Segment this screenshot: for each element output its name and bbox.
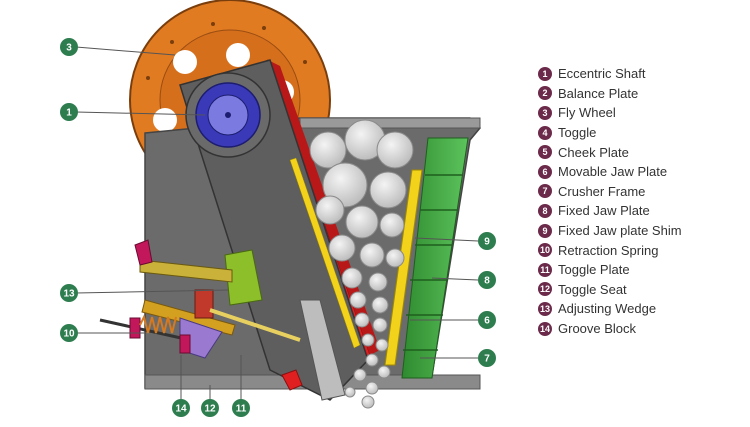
- legend-item-fixed-jaw-plate: 8 Fixed Jaw Plate: [538, 201, 682, 221]
- legend-item-toggle-seat: 12 Toggle Seat: [538, 280, 682, 300]
- legend-label: Movable Jaw Plate: [558, 164, 668, 180]
- callout-9: 9: [478, 232, 496, 250]
- svg-text:7: 7: [484, 354, 490, 365]
- svg-text:8: 8: [484, 276, 490, 287]
- legend-item-cheek-plate: 5 Cheek Plate: [538, 142, 682, 162]
- legend-label: Toggle Seat: [558, 281, 627, 297]
- legend-item-fixed-jaw-plate-shim: 9 Fixed Jaw plate Shim: [538, 221, 682, 241]
- callout-3: 3: [60, 38, 78, 56]
- legend-badge: 12: [538, 282, 552, 297]
- legend-label: Balance Plate: [558, 85, 639, 101]
- legend-item-toggle: 4 Toggle: [538, 123, 682, 143]
- legend-label: Cheek Plate: [558, 144, 629, 160]
- legend-item-retraction-spring: 10 Retraction Spring: [538, 240, 682, 260]
- legend-badge: 3: [538, 105, 552, 120]
- legend-label: Crusher Frame: [558, 183, 646, 199]
- legend-label: Fixed Jaw Plate: [558, 203, 650, 219]
- legend-badge: 11: [538, 262, 552, 277]
- eccentric-shaft: [185, 72, 271, 158]
- svg-text:13: 13: [63, 289, 75, 300]
- legend-label: Fixed Jaw plate Shim: [558, 223, 682, 239]
- callout-1: 1: [60, 103, 78, 121]
- legend-badge: 13: [538, 301, 552, 316]
- svg-text:3: 3: [66, 43, 72, 54]
- legend-label: Toggle: [558, 125, 597, 141]
- legend-item-balance-plate: 2 Balance Plate: [538, 84, 682, 104]
- svg-text:10: 10: [63, 329, 75, 340]
- svg-text:11: 11: [236, 404, 247, 415]
- fixed-jaw-shim: [384, 169, 423, 366]
- legend-label: Groove Block: [558, 321, 637, 337]
- callout-12: 12: [201, 399, 219, 417]
- legend-badge: 5: [538, 145, 552, 160]
- leader-lines: [75, 46, 479, 400]
- retraction-spring: [99, 314, 191, 354]
- legend-badge: 1: [538, 66, 552, 81]
- legend-badge: 7: [538, 184, 552, 199]
- legend-item-fly-wheel: 3 Fly Wheel: [538, 103, 682, 123]
- callout-13: 13: [60, 284, 78, 302]
- legend-label: Eccentric Shaft: [558, 66, 646, 82]
- fixed-jaw-plate: [401, 137, 469, 379]
- svg-text:14: 14: [175, 404, 187, 415]
- legend-label: Toggle Plate: [558, 262, 630, 278]
- legend-item-toggle-plate: 11 Toggle Plate: [538, 260, 682, 280]
- callout-6: 6: [478, 311, 496, 329]
- adjusting-mechanism: [134, 239, 301, 359]
- legend-label: Adjusting Wedge: [558, 301, 657, 317]
- svg-text:9: 9: [484, 237, 490, 248]
- legend-item-eccentric-shaft: 1 Eccentric Shaft: [538, 64, 682, 84]
- callout-7: 7: [478, 349, 496, 367]
- parts-legend: 1 Eccentric Shaft 2 Balance Plate 3 Fly Whe…: [538, 64, 682, 338]
- legend-badge: 8: [538, 203, 552, 218]
- legend-label: Retraction Spring: [558, 242, 659, 258]
- legend-badge: 4: [538, 125, 552, 140]
- legend-item-adjusting-wedge: 13 Adjusting Wedge: [538, 299, 682, 319]
- callout-10: 10: [60, 324, 78, 342]
- callout-8: 8: [478, 271, 496, 289]
- svg-text:12: 12: [204, 404, 216, 415]
- legend-item-groove-block: 14 Groove Block: [538, 319, 682, 339]
- legend-badge: 14: [538, 321, 552, 336]
- rock-material: [309, 119, 414, 409]
- svg-text:6: 6: [484, 316, 490, 327]
- legend-badge: 2: [538, 86, 552, 101]
- legend-badge: 10: [538, 243, 552, 258]
- legend-label: Fly Wheel: [558, 105, 616, 121]
- svg-text:1: 1: [66, 108, 72, 119]
- legend-badge: 9: [538, 223, 552, 238]
- legend-badge: 6: [538, 164, 552, 179]
- legend-item-movable-jaw-plate: 6 Movable Jaw Plate: [538, 162, 682, 182]
- callout-14: 14: [172, 399, 190, 417]
- callout-11: 11: [232, 399, 250, 417]
- toggle-seat-part: [281, 369, 303, 391]
- legend-item-crusher-frame: 7 Crusher Frame: [538, 182, 682, 202]
